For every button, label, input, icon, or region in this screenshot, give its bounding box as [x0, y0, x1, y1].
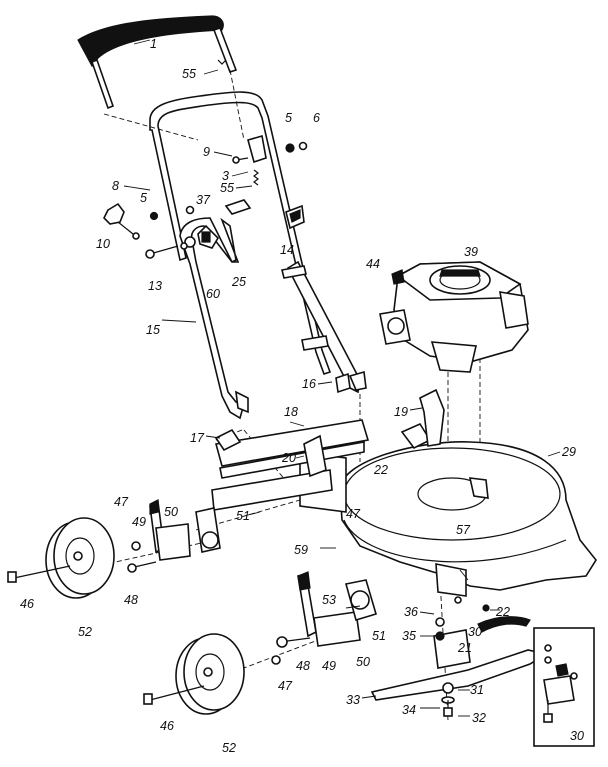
rear-baffles [211, 388, 445, 511]
callout-57: 57 [456, 523, 471, 537]
callout-17: 17 [190, 431, 205, 445]
callout-60: 60 [206, 287, 220, 301]
mower-deck [299, 441, 597, 597]
callout-3: 3 [222, 169, 229, 183]
callout-50: 50 [356, 655, 370, 669]
callout-51: 51 [236, 509, 250, 523]
callout-36: 36 [404, 605, 418, 619]
callout-5: 5 [140, 191, 147, 205]
callout-10: 10 [96, 237, 110, 251]
callout-18: 18 [284, 405, 298, 419]
callout-34: 34 [402, 703, 416, 717]
callout-55: 55 [182, 67, 196, 81]
callout-33: 33 [346, 693, 360, 707]
callout-47: 47 [278, 679, 293, 693]
callout-29: 29 [561, 445, 576, 459]
callout-39: 39 [464, 245, 478, 259]
callout-22: 22 [495, 605, 510, 619]
callout-32: 32 [472, 711, 486, 725]
front-height-adjuster [271, 571, 377, 665]
callout-14: 14 [280, 243, 294, 257]
callout-37: 37 [196, 193, 211, 207]
callout-48: 48 [296, 659, 310, 673]
callout-30: 30 [468, 625, 482, 639]
callout-44: 44 [366, 257, 380, 271]
callout-16: 16 [302, 377, 316, 391]
callout-49: 49 [322, 659, 336, 673]
callout-22: 22 [373, 463, 388, 477]
inset-box [533, 627, 595, 747]
callout-5: 5 [285, 111, 292, 125]
callout-13: 13 [148, 279, 162, 293]
callout-49: 49 [132, 515, 146, 529]
callout-35: 35 [402, 629, 416, 643]
rear-wheel-left [7, 517, 115, 599]
callout-30: 30 [570, 729, 584, 743]
callout-59: 59 [294, 543, 308, 557]
upper-handle-grip [77, 15, 238, 110]
callout-47: 47 [346, 507, 361, 521]
callout-9: 9 [203, 145, 210, 159]
callout-19: 19 [394, 405, 408, 419]
callout-21: 21 [457, 641, 472, 655]
callout-ticks [123, 39, 561, 717]
callout-6: 6 [313, 111, 320, 125]
callout-50: 50 [164, 505, 178, 519]
front-wheel-right [143, 633, 245, 715]
callout-15: 15 [146, 323, 160, 337]
callout-1: 1 [150, 37, 157, 51]
callout-25: 25 [231, 275, 246, 289]
callout-labels: 1 55 5 6 9 3 55 8 5 37 10 14 13 60 25 44… [20, 37, 584, 755]
engine [379, 261, 529, 373]
callout-53: 53 [322, 593, 336, 607]
callout-52: 52 [222, 741, 236, 755]
callout-46: 46 [160, 719, 174, 733]
callout-46: 46 [20, 597, 34, 611]
callout-48: 48 [124, 593, 138, 607]
handle-hardware [103, 59, 351, 394]
callout-20: 20 [281, 451, 296, 465]
callout-8: 8 [112, 179, 119, 193]
callout-55: 55 [220, 181, 234, 195]
callout-47: 47 [114, 495, 129, 509]
callout-31: 31 [470, 683, 484, 697]
upper-handle-frame [149, 91, 332, 376]
blade-assembly [370, 596, 549, 717]
callout-51: 51 [372, 629, 386, 643]
rear-height-adjuster [127, 499, 221, 573]
callout-52: 52 [78, 625, 92, 639]
